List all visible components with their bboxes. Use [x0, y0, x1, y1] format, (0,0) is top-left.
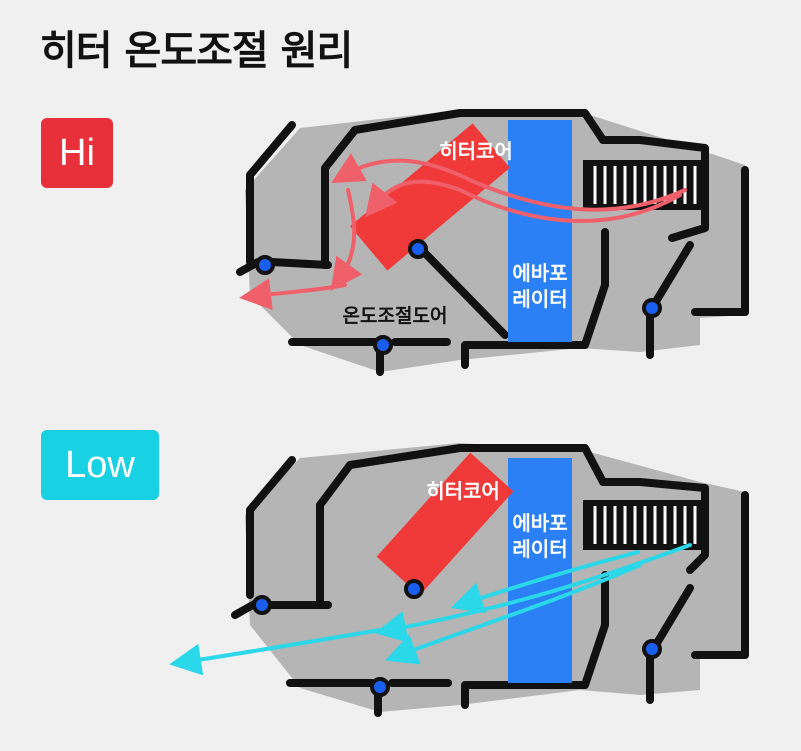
hi-pivots — [255, 239, 662, 355]
low-diagram: 히터코어 에바포 레이터 — [169, 443, 749, 717]
low-badge: Low — [41, 430, 159, 500]
hi-temp-door-label: 온도조절도어 — [343, 305, 448, 327]
low-condenser — [583, 500, 705, 550]
hi-evaporator — [508, 120, 572, 342]
low-evaporator-label-2: 레이터 — [512, 537, 567, 561]
hi-hot-air-flow — [239, 153, 687, 311]
hi-condenser — [583, 160, 705, 210]
low-heater-core-label: 히터코어 — [426, 479, 500, 503]
hi-evaporator-label-1: 에바포 — [512, 261, 567, 285]
low-evaporator — [508, 458, 572, 683]
page-title: 히터 온도조절 원리 — [40, 28, 353, 74]
hi-heater-core-label: 히터코어 — [439, 139, 513, 163]
hi-diagram: 히터코어 에바포 레이터 온도조절도어 — [236, 109, 749, 376]
hi-heater-core — [350, 123, 510, 271]
low-cold-air-flow — [169, 543, 692, 676]
low-evaporator-label-1: 에바포 — [512, 511, 567, 535]
low-heater-core — [376, 452, 514, 596]
low-pivots — [252, 579, 662, 697]
hi-evaporator-label-2: 레이터 — [512, 287, 567, 311]
hi-badge: Hi — [41, 118, 113, 188]
